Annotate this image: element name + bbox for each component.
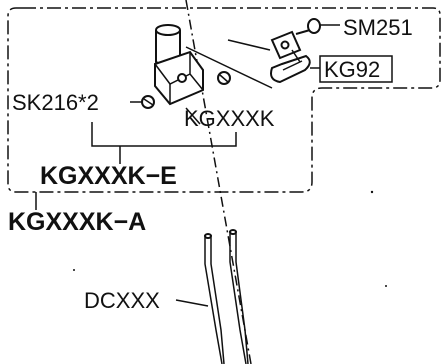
dot-mark bbox=[73, 269, 75, 271]
needle-clamp bbox=[154, 24, 204, 106]
label-kg92: KG92 bbox=[324, 57, 380, 82]
thread-guide-bracket bbox=[270, 30, 311, 84]
label-frame bbox=[319, 55, 393, 83]
label-dcxxx: DCXXX bbox=[84, 288, 160, 313]
label-kgxxxk-e: KGXXXK−E bbox=[40, 162, 177, 190]
label-sm251: SM251 bbox=[343, 15, 413, 40]
needle-right bbox=[229, 229, 249, 364]
set-screw-icon bbox=[217, 71, 231, 85]
dot-mark bbox=[385, 285, 387, 287]
needle-left bbox=[204, 233, 225, 364]
screw-icon bbox=[295, 18, 321, 35]
set-screw-icon bbox=[141, 95, 155, 109]
dot-mark bbox=[370, 190, 374, 194]
assembly-boundary bbox=[7, 7, 441, 193]
label-sk216: SK216*2 bbox=[12, 90, 99, 115]
label-kgxxxk: KGXXXK bbox=[184, 106, 275, 131]
label-kgxxxk-a: KGXXXK−A bbox=[8, 208, 146, 236]
